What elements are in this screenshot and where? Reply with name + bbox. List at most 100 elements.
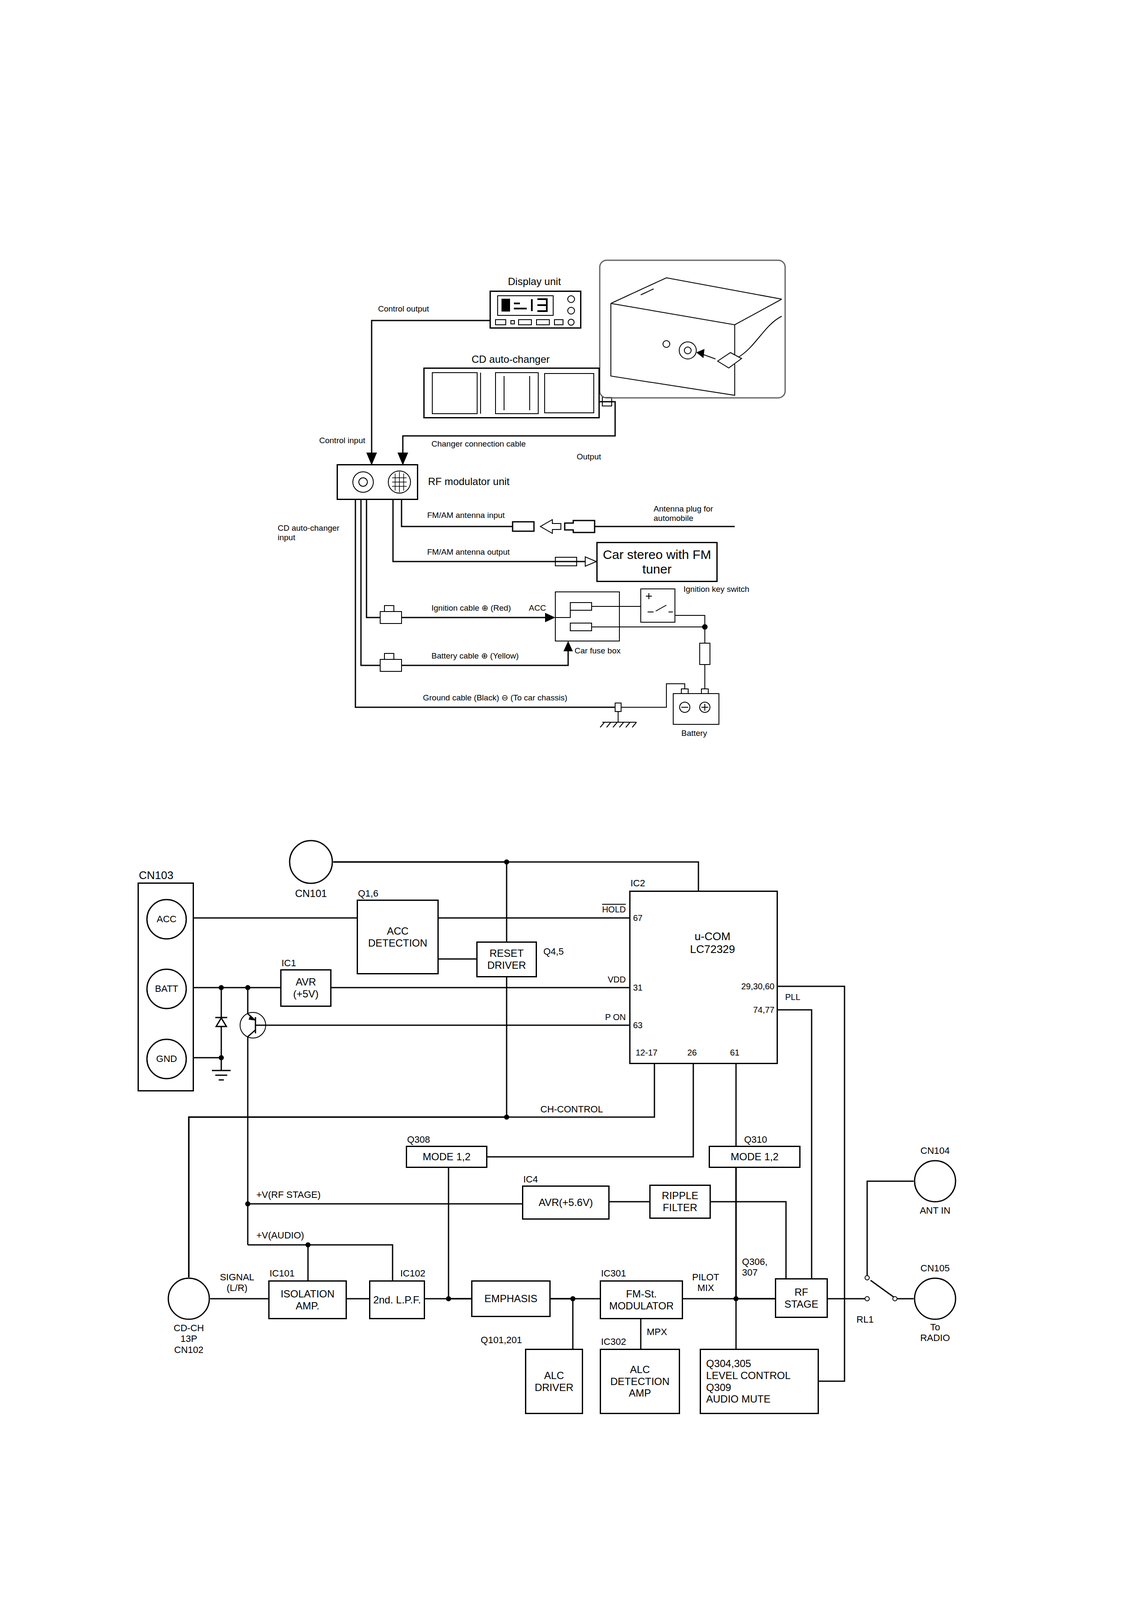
signal-line bbox=[333, 861, 699, 891]
inset-plug bbox=[717, 352, 742, 368]
signal-line bbox=[402, 401, 616, 464]
battery-wire bbox=[360, 499, 569, 666]
circle-outline-shape bbox=[146, 899, 187, 939]
block-box: IC1022nd. L.P.F. bbox=[369, 1279, 426, 1319]
switch-wiring bbox=[619, 606, 705, 689]
designator-label: Q1,6 bbox=[357, 887, 401, 899]
battery-minus-mark bbox=[679, 701, 690, 713]
box-label: u-COM LC72329 bbox=[681, 929, 744, 956]
line-label: PILOT MIX bbox=[686, 1271, 725, 1294]
pin-number: 67 bbox=[633, 912, 643, 923]
block-box: IC302ALC DETECTION AMP bbox=[599, 1348, 681, 1414]
control-socket bbox=[352, 471, 374, 493]
connector-circle: CN101 bbox=[288, 839, 334, 884]
box-label: AVR(+5.6V) bbox=[538, 1196, 593, 1209]
block-box: Q306, 307RF STAGE bbox=[774, 1277, 828, 1318]
inset-detail bbox=[599, 260, 786, 398]
battery-ground-wire bbox=[621, 683, 685, 707]
pin-number: 12-17 bbox=[635, 1047, 658, 1058]
connector-circle: CN105To RADIO bbox=[913, 1276, 957, 1320]
signal-line bbox=[777, 985, 845, 1381]
signal-line bbox=[188, 976, 507, 1277]
display-knob bbox=[567, 307, 575, 314]
lcd-segments bbox=[513, 299, 547, 311]
signal-line bbox=[736, 1167, 775, 1299]
chassis-ground bbox=[600, 711, 637, 728]
relay-blade bbox=[870, 1279, 894, 1297]
box-label: RF STAGE bbox=[778, 1285, 825, 1310]
wire-label: Antenna plug for automobile bbox=[653, 504, 740, 523]
signal-line bbox=[550, 1298, 573, 1349]
wire-label: ACC bbox=[528, 603, 546, 613]
designator-label: CD auto-changer bbox=[471, 353, 583, 366]
signal-line bbox=[331, 986, 630, 989]
designator-label: Q306, 307 bbox=[741, 1255, 774, 1278]
connector-circle: ACC bbox=[146, 898, 188, 940]
lcd-window bbox=[497, 295, 554, 316]
battery-terminals bbox=[681, 688, 709, 711]
connector-circle: BATT bbox=[146, 967, 188, 1009]
text-area: ALC DETECTION AMP bbox=[601, 1349, 679, 1413]
box-label: RESET DRIVER bbox=[480, 947, 534, 971]
rf-stage-supply bbox=[247, 1202, 523, 1205]
designator-label: ANT IN bbox=[909, 1204, 961, 1216]
wire-label: Battery cable ⊕ (Yellow) bbox=[431, 651, 519, 661]
antenna-plug bbox=[564, 520, 595, 533]
signal-line bbox=[210, 1297, 269, 1300]
connector-circle: GND bbox=[146, 1038, 188, 1080]
block-box: Q304,305LEVEL CONTROLQ309AUDIO MUTE bbox=[699, 1348, 819, 1414]
antenna-jack bbox=[512, 521, 534, 531]
signal-line bbox=[438, 917, 630, 919]
block-box: EMPHASIS bbox=[471, 1279, 551, 1317]
box-label: Car stereo with FM tuner bbox=[600, 547, 714, 577]
pin-number: 63 bbox=[633, 1020, 643, 1030]
junction-dot bbox=[245, 1200, 251, 1206]
signal-line bbox=[188, 1063, 655, 1277]
block-box: Q308MODE 1,2 bbox=[405, 1145, 488, 1168]
designator-label: Display unit bbox=[507, 275, 602, 288]
inset-unit bbox=[610, 277, 782, 396]
text-area: AVR (+5V) bbox=[281, 970, 331, 1006]
battery-plus-mark bbox=[699, 701, 710, 713]
block-box: IC1AVR (+5V) bbox=[280, 968, 332, 1007]
box-label: RIPPLE FILTER bbox=[653, 1189, 707, 1213]
wire-arrow bbox=[563, 640, 573, 652]
block-box: IC101ISOLATION AMP. bbox=[268, 1279, 347, 1319]
arrow-head bbox=[366, 452, 377, 464]
block-box: Q101,201ALC DRIVER bbox=[524, 1348, 584, 1414]
part-label: Car fuse box bbox=[574, 645, 621, 656]
control-socket bbox=[358, 477, 368, 487]
signal-line bbox=[187, 917, 357, 919]
pin-name: VDD bbox=[589, 974, 626, 985]
box-label: Q309 bbox=[706, 1381, 732, 1394]
rail-label: +V(RF STAGE) bbox=[256, 1188, 321, 1200]
designator-label: Q310 bbox=[744, 1133, 779, 1145]
emitter-arrow bbox=[248, 1014, 256, 1021]
display-knob bbox=[567, 295, 575, 303]
text-area: MODE 1,2 bbox=[407, 1146, 487, 1167]
designator-label: IC1 bbox=[281, 957, 316, 968]
designator-label: IC101 bbox=[269, 1267, 304, 1279]
designator-label: Q101,201 bbox=[470, 1334, 523, 1345]
hollow-arrow bbox=[540, 519, 561, 534]
fuse-box bbox=[555, 591, 620, 641]
text-area: MODE 1,2 bbox=[709, 1146, 800, 1167]
block-box: Car stereo with FM tuner bbox=[596, 541, 718, 582]
designator-label: CD-CH 13P CN102 bbox=[167, 1322, 211, 1355]
wire-label: FM/AM antenna input bbox=[427, 510, 505, 520]
wire-arrow bbox=[545, 612, 556, 622]
junction-dot bbox=[218, 1054, 224, 1060]
block-box: Q4,5RESET DRIVER bbox=[476, 941, 537, 977]
transistor-leads bbox=[247, 987, 630, 1245]
circle-outline-shape bbox=[289, 840, 333, 883]
circle-outline-shape bbox=[146, 968, 187, 1009]
text-area: FM-St. MODULATOR bbox=[601, 1281, 682, 1318]
signal-line bbox=[487, 1063, 694, 1157]
ground-bolt bbox=[615, 702, 622, 712]
text-area: EMPHASIS bbox=[472, 1281, 550, 1316]
text-area: ALC DRIVER bbox=[526, 1349, 582, 1413]
circle-outline-shape bbox=[914, 1277, 956, 1319]
wire-label: Control output bbox=[378, 304, 429, 314]
text-area: u-COM LC72329 bbox=[630, 891, 777, 1063]
pin-number: 26 bbox=[687, 1047, 697, 1058]
